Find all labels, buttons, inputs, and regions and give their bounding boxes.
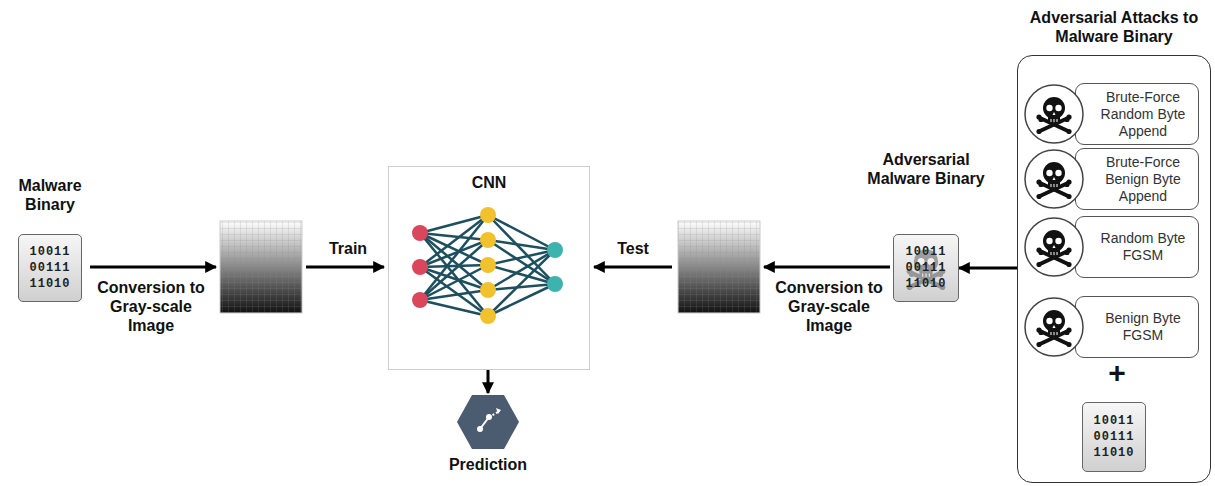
file-title: Malware Binary xyxy=(6,176,94,214)
attack-name: Random Byte FGSM xyxy=(1094,230,1192,264)
binary-icon: 10011 00111 11010 xyxy=(893,234,959,302)
neural-network xyxy=(412,207,563,324)
grayscale-image xyxy=(220,221,302,313)
annotation: + xyxy=(1097,356,1137,390)
attack-panel: Adversarial Attacks to Malware BinaryBru… xyxy=(1017,2,1211,483)
flow-arrow xyxy=(90,266,216,269)
file-title: Adversarial Malware Binary xyxy=(860,150,992,188)
attack-name: Benign Byte FGSM xyxy=(1094,310,1192,344)
binary-digits: 10011 00111 11010 xyxy=(898,244,954,292)
attack-box: Brute-Force Random Byte Append xyxy=(1075,83,1199,145)
cnn-title: CNN xyxy=(389,173,589,192)
flow-arrow xyxy=(487,370,490,393)
prediction-label: Prediction xyxy=(436,455,540,474)
attack-name: Brute-Force Benign Byte Append xyxy=(1094,154,1192,205)
attack-box: Random Byte FGSM xyxy=(1075,216,1199,278)
annotation: Test xyxy=(598,239,668,258)
binary-digits: 10011 00111 11010 xyxy=(1087,413,1141,461)
annotation: Train xyxy=(315,239,381,258)
flow-arrow xyxy=(306,266,384,269)
skull-circle xyxy=(1025,218,1083,276)
attack-box: Benign Byte FGSM xyxy=(1075,296,1199,358)
grayscale-image xyxy=(678,221,760,313)
flow-arrow xyxy=(594,266,672,269)
binary-icon: 10011 00111 11010 xyxy=(1082,402,1146,472)
prediction-icon: Prediction xyxy=(436,391,540,483)
panel-title: Adversarial Attacks to Malware Binary xyxy=(1017,8,1211,46)
flow-arrow xyxy=(959,267,1017,270)
attack-box: Brute-Force Benign Byte Append xyxy=(1075,148,1199,210)
binary-digits: 10011 00111 11010 xyxy=(23,244,77,292)
flow-arrow xyxy=(764,266,890,269)
annotation: Conversion to Gray-scale Image xyxy=(764,278,894,335)
skull-circle xyxy=(1025,298,1083,356)
binary-file: Malware Binary 10011 00111 11010 xyxy=(6,176,94,302)
binary-file: 10011 00111 11010 xyxy=(1080,400,1148,472)
skull-circle xyxy=(1025,150,1083,208)
annotation: Conversion to Gray-scale Image xyxy=(86,278,216,335)
attack-name: Brute-Force Random Byte Append xyxy=(1094,89,1192,140)
skull-circle xyxy=(1025,85,1083,143)
binary-icon: 10011 00111 11010 xyxy=(18,234,82,302)
hexagon-icon xyxy=(456,393,520,451)
cnn-box: CNN xyxy=(388,166,590,370)
